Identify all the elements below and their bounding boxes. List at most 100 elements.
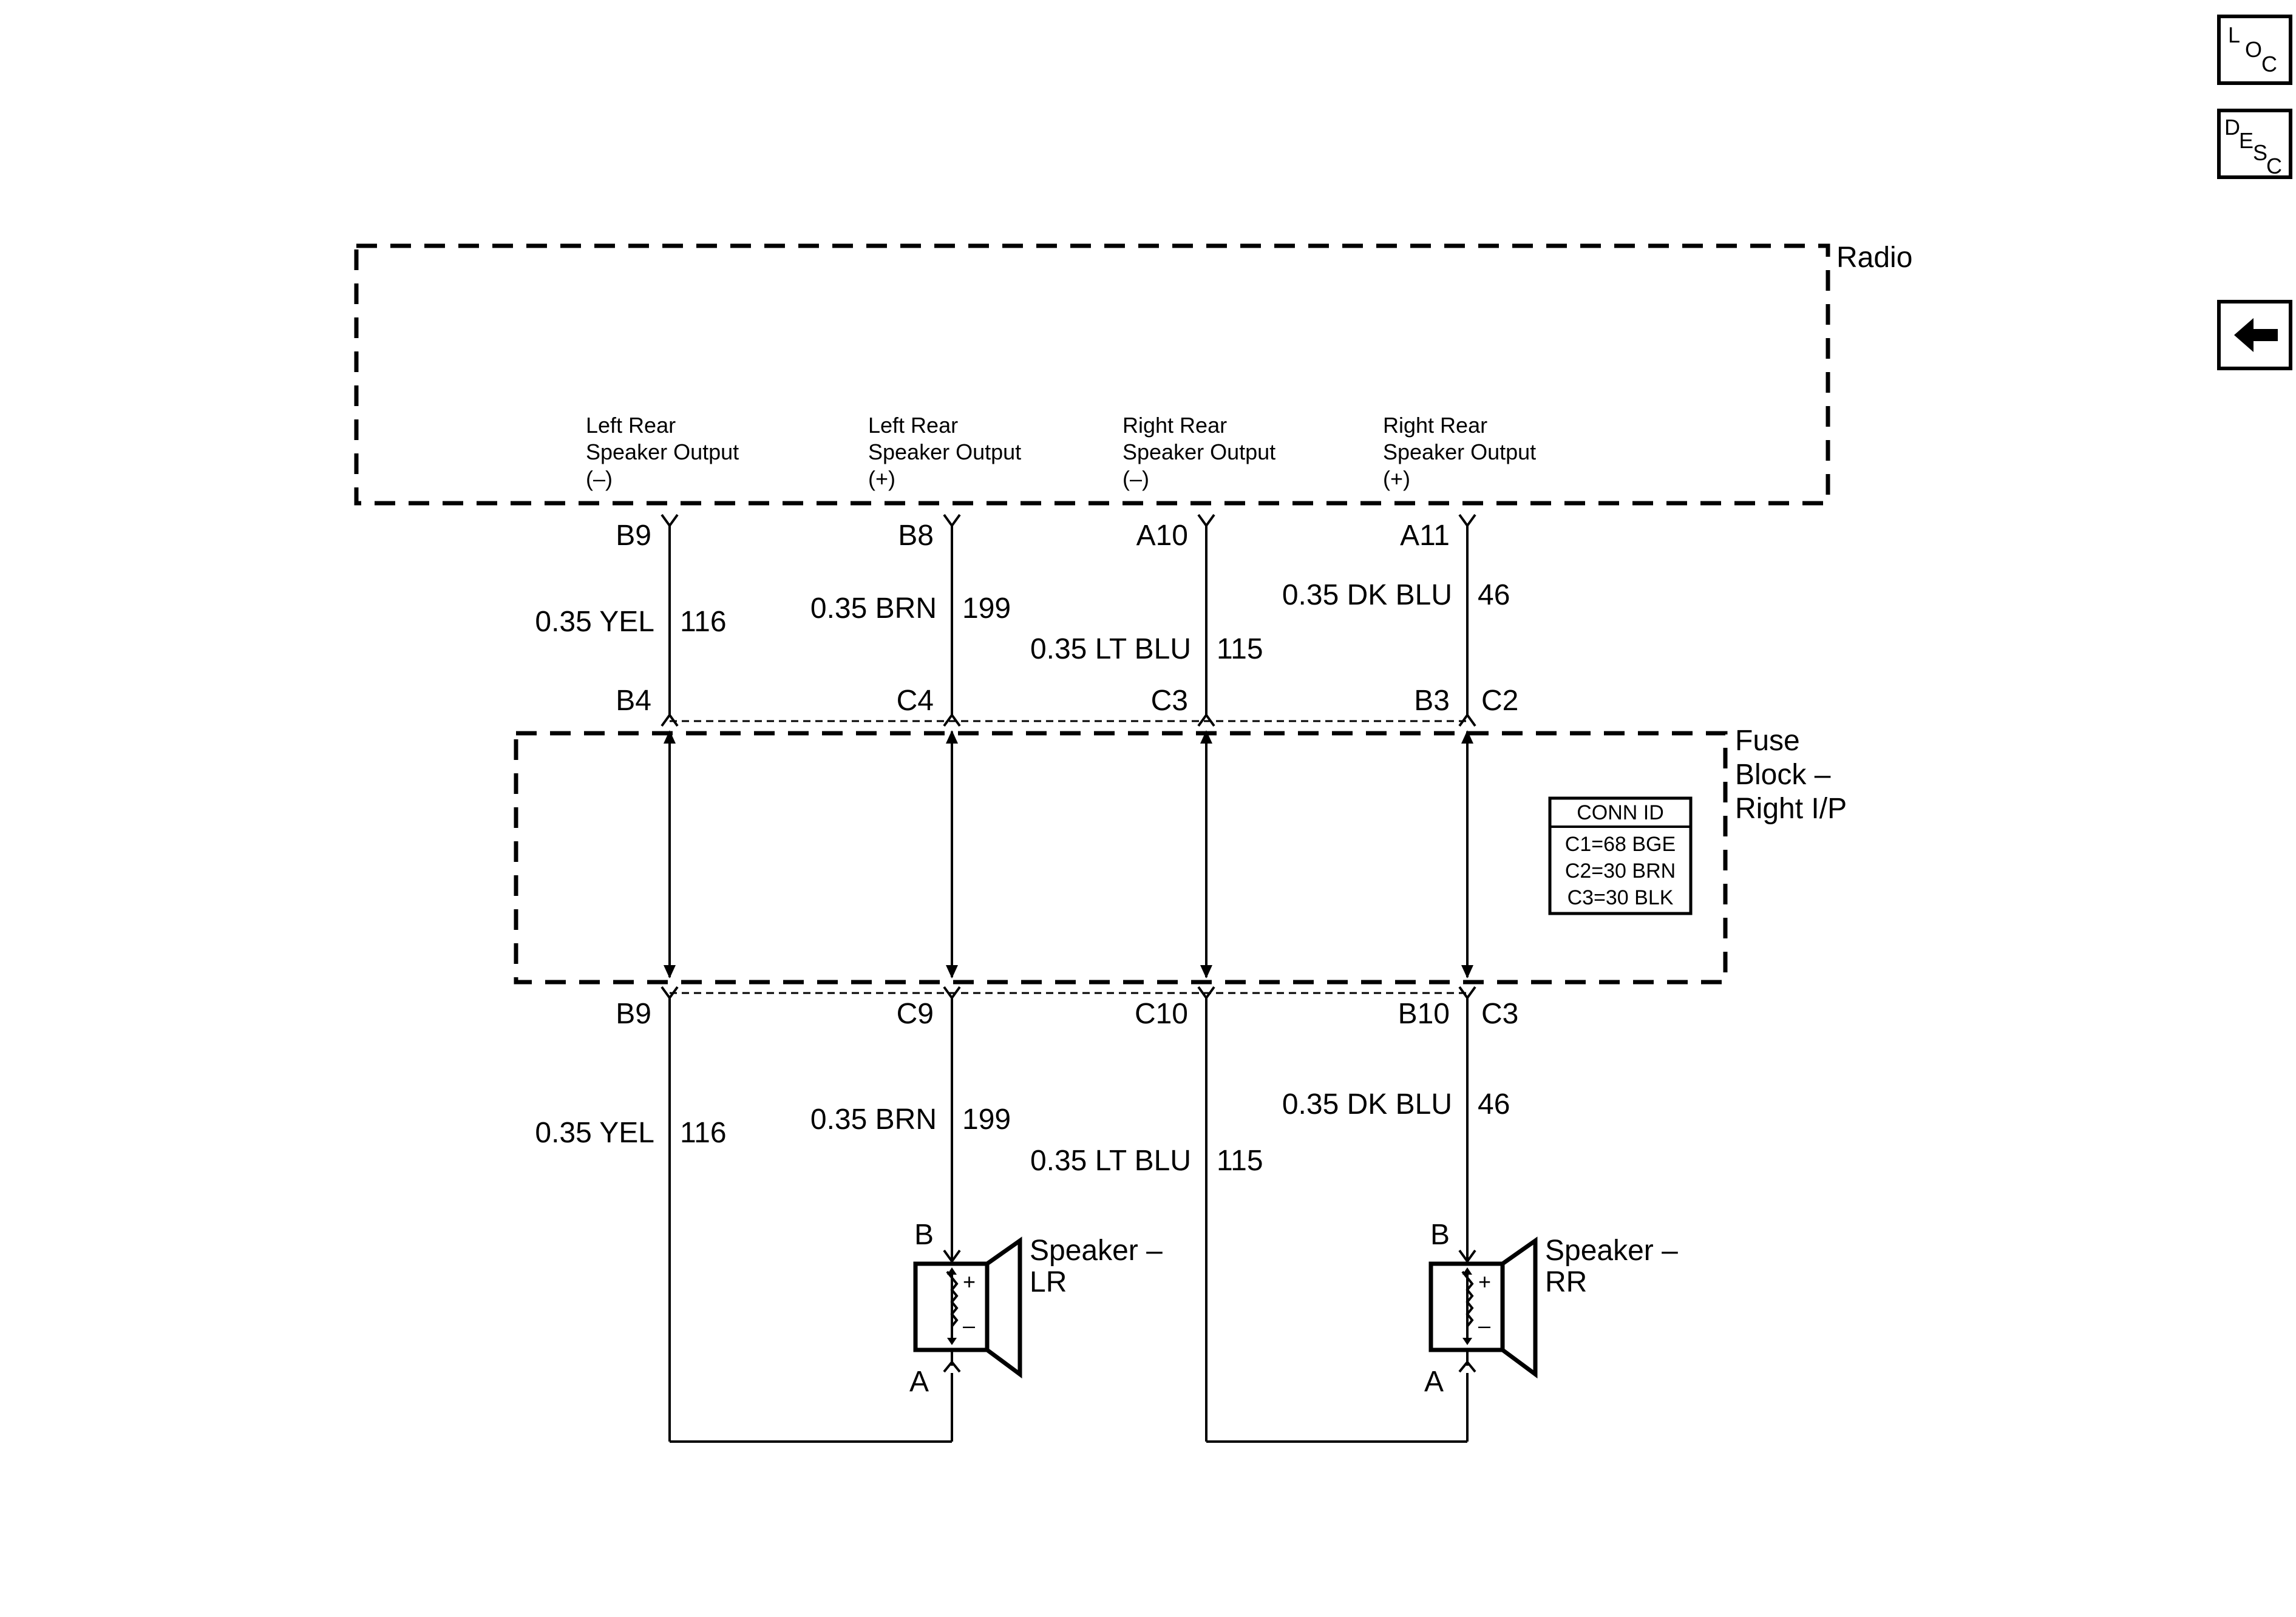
fuse-top-pin-3: C3 xyxy=(1151,685,1188,717)
speaker-lr-name-line1: Speaker – xyxy=(1030,1235,1163,1267)
lower-wire-3-circuit: 115 xyxy=(1217,1145,1263,1177)
loc-button-frame xyxy=(2217,15,2292,85)
speaker-rr-pin-top: B xyxy=(1430,1219,1450,1251)
speaker-rr-plus: + xyxy=(1478,1269,1491,1294)
speaker-lr-minus: – xyxy=(963,1313,975,1338)
radio-output-3-line1: Right Rear xyxy=(1123,413,1227,438)
radio-output-1: Left Rear Speaker Output (–) xyxy=(586,413,739,491)
conn-id-frame xyxy=(1548,796,1693,915)
fuse-bottom-pin-3: C10 xyxy=(1135,998,1188,1030)
fuse-top-pin-2: C4 xyxy=(897,685,934,717)
speaker-lr-pin-top: B xyxy=(914,1219,934,1251)
radio-output-1-line3: (–) xyxy=(586,466,613,491)
loc-letter-o: O xyxy=(2245,37,2262,62)
arrowhead xyxy=(1461,965,1473,978)
radio-output-2: Left Rear Speaker Output (+) xyxy=(868,413,1021,491)
upper-wire-4-gauge: 0.35 DK BLU xyxy=(1282,579,1452,611)
arrowhead xyxy=(664,965,676,978)
radio-output-4-line2: Speaker Output xyxy=(1383,439,1536,464)
radio-output-3-line3: (–) xyxy=(1123,466,1149,491)
connector-symbol xyxy=(1458,1360,1476,1373)
fuse-block-title-line1: Fuse xyxy=(1735,725,1800,757)
fuse-top-pin-4: B3 xyxy=(1414,685,1450,717)
fuse-top-connector-symbols xyxy=(661,713,1476,727)
connector-symbol xyxy=(1197,514,1215,528)
arrowhead xyxy=(1200,965,1212,978)
fuse-block-title-line3: Right I/P xyxy=(1735,793,1847,825)
connector-symbol xyxy=(1197,713,1215,727)
upper-wire-1-circuit: 116 xyxy=(680,606,727,638)
radio-output-2-line2: Speaker Output xyxy=(868,439,1021,464)
conn-id-row-2: C2=30 BRN xyxy=(1565,859,1676,883)
arrowhead xyxy=(946,965,958,978)
fuse-bottom-connector-id: C3 xyxy=(1481,998,1518,1030)
back-arrow-icon xyxy=(2234,318,2278,352)
radio-output-4-line1: Right Rear xyxy=(1383,413,1487,438)
speaker-rr-name-line1: Speaker – xyxy=(1545,1235,1678,1267)
upper-wire-lines xyxy=(668,526,1469,715)
upper-wire-2-gauge: 0.35 BRN xyxy=(810,592,937,625)
arrowhead xyxy=(664,730,676,744)
upper-wire-3-circuit: 115 xyxy=(1217,633,1263,665)
lower-wire-4-circuit: 46 xyxy=(1478,1088,1510,1120)
radio-output-3: Right Rear Speaker Output (–) xyxy=(1123,413,1275,491)
speaker-lr-cone-icon xyxy=(985,1236,1022,1378)
connector-symbol xyxy=(943,1360,961,1373)
loc-letter-c: C xyxy=(2261,52,2277,76)
radio-pin-3: A10 xyxy=(1136,520,1188,552)
speaker-lr: B + – A Speaker – LR xyxy=(909,1219,1163,1398)
radio-output-4: Right Rear Speaker Output (+) xyxy=(1383,413,1536,491)
radio-connector-symbols xyxy=(661,514,1476,528)
radio-output-1-line1: Left Rear xyxy=(586,413,676,438)
conn-id-row-3: C3=30 BLK xyxy=(1567,886,1674,909)
fuse-top-connector-id: C2 xyxy=(1481,685,1518,717)
radio-pin-2: B8 xyxy=(898,520,934,552)
speaker-rr-minus: – xyxy=(1478,1313,1490,1338)
fuse-arrowheads xyxy=(664,730,1473,978)
radio-pin-1: B9 xyxy=(616,520,651,552)
lower-wire-2-gauge: 0.35 BRN xyxy=(810,1103,937,1136)
conn-id-header: CONN ID xyxy=(1577,801,1664,824)
connector-symbol xyxy=(1458,713,1476,727)
radio-box xyxy=(354,243,1830,506)
fuse-bottom-pin-2: C9 xyxy=(897,998,934,1030)
lower-wire-3-gauge: 0.35 LT BLU xyxy=(1030,1145,1191,1177)
fuse-top-pin-1: B4 xyxy=(616,685,651,717)
desc-letter-s: S xyxy=(2253,140,2267,165)
radio-output-1-line2: Speaker Output xyxy=(586,439,739,464)
lower-wire-1-gauge: 0.35 YEL xyxy=(535,1117,654,1149)
back-button[interactable] xyxy=(2217,300,2292,370)
speaker-lr-plus: + xyxy=(963,1269,976,1294)
desc-button[interactable]: D E S C xyxy=(2217,109,2292,179)
radio-output-4-line3: (+) xyxy=(1383,466,1410,491)
connector-symbol xyxy=(661,713,679,727)
fuse-bottom-pin-4: B10 xyxy=(1398,998,1450,1030)
speaker-rr-coil-icon xyxy=(1461,1270,1474,1341)
desc-letter-d: D xyxy=(2224,115,2240,140)
radio-output-2-line3: (+) xyxy=(868,466,895,491)
loc-letter-l: L xyxy=(2228,22,2240,47)
upper-wire-2-circuit: 199 xyxy=(962,592,1011,625)
fuse-bottom-pin-1: B9 xyxy=(616,998,651,1030)
connector-symbol xyxy=(943,713,961,727)
arrowhead xyxy=(1462,1267,1472,1275)
radio-title: Radio xyxy=(1836,242,1912,274)
speaker-lr-coil-icon xyxy=(946,1270,959,1341)
arrowhead xyxy=(947,1338,957,1345)
arrowhead xyxy=(1462,1338,1472,1345)
lower-wire-1-circuit: 116 xyxy=(680,1117,727,1149)
desc-letter-e: E xyxy=(2239,128,2254,153)
loc-button[interactable]: L O C xyxy=(2217,15,2292,85)
upper-wire-1-gauge: 0.35 YEL xyxy=(535,606,654,638)
speaker-rr-name-line2: RR xyxy=(1545,1266,1587,1298)
arrowhead xyxy=(1461,730,1473,744)
upper-wire-4-circuit: 46 xyxy=(1478,579,1510,611)
speaker-rr-pin-bottom: A xyxy=(1424,1366,1444,1398)
radio-output-2-line1: Left Rear xyxy=(868,413,958,438)
radio-output-3-line2: Speaker Output xyxy=(1123,439,1275,464)
lower-wire-lines xyxy=(668,998,1469,1443)
radio-pin-4: A11 xyxy=(1400,520,1450,552)
conn-id-table: CONN ID C1=68 BGE C2=30 BRN C3=30 BLK xyxy=(1548,796,1693,915)
lower-wire-2-circuit: 199 xyxy=(962,1103,1011,1136)
